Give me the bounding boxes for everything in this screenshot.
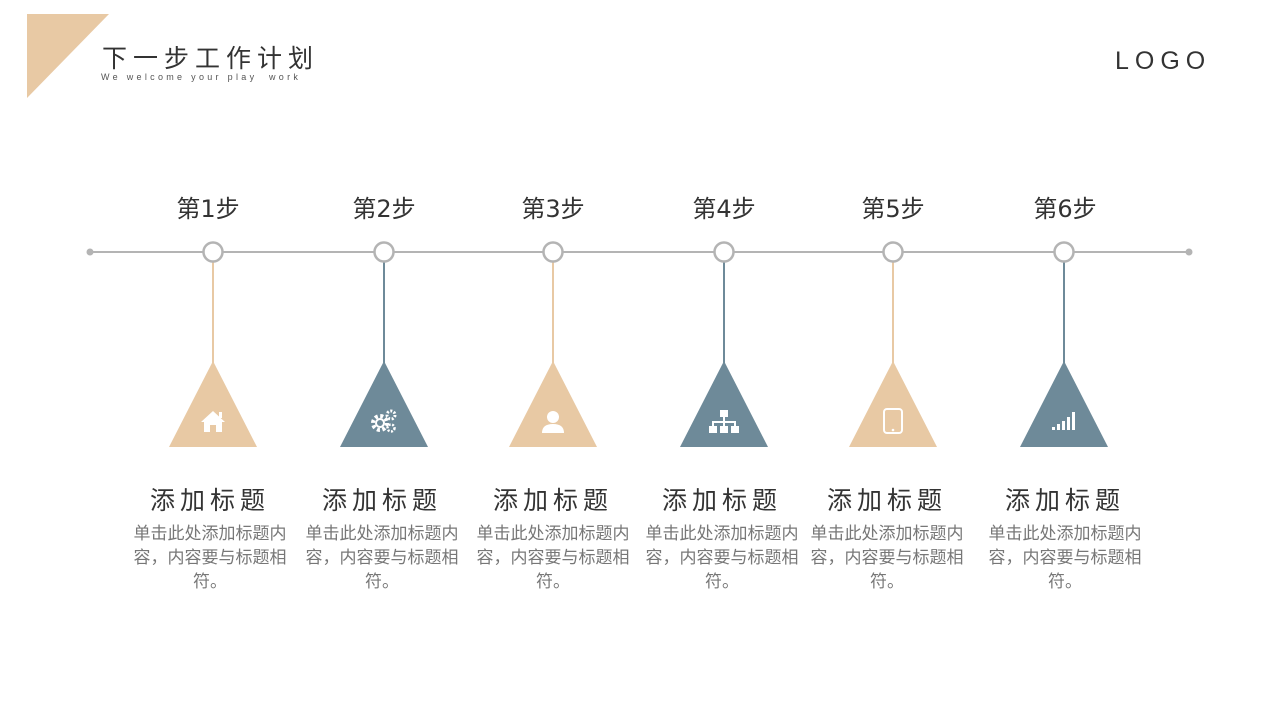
step-description: 单击此处添加标题内容，内容要与标题相符。 bbox=[133, 524, 287, 592]
sitemap-icon bbox=[709, 410, 739, 433]
logo: LOGO bbox=[1115, 47, 1212, 75]
step-title: 添加标题 bbox=[149, 486, 270, 515]
step-description: 单击此处添加标题内容，内容要与标题相符。 bbox=[476, 524, 630, 592]
step-description: 单击此处添加标题内容，内容要与标题相符。 bbox=[988, 524, 1142, 592]
step-triangle bbox=[340, 361, 428, 447]
step-triangle bbox=[509, 361, 597, 447]
tablet-icon bbox=[883, 408, 903, 434]
step-node bbox=[882, 241, 904, 263]
gears-icon bbox=[371, 409, 397, 433]
timeline-start-dot bbox=[86, 248, 94, 256]
step-description: 单击此处添加标题内容，内容要与标题相符。 bbox=[810, 524, 964, 592]
step-title: 添加标题 bbox=[661, 486, 782, 515]
home-icon bbox=[201, 411, 225, 432]
user-icon bbox=[542, 411, 564, 433]
step-node bbox=[1053, 241, 1075, 263]
step-title: 添加标题 bbox=[492, 486, 613, 515]
step-triangle bbox=[169, 361, 257, 447]
step-node bbox=[202, 241, 224, 263]
page-subtitle: We welcome your play work bbox=[101, 72, 302, 82]
step-title: 添加标题 bbox=[321, 486, 442, 515]
step-label: 第5步 bbox=[861, 195, 925, 223]
step-node bbox=[542, 241, 564, 263]
step-label: 第4步 bbox=[692, 195, 756, 223]
step-title: 添加标题 bbox=[826, 486, 947, 515]
step-label: 第3步 bbox=[521, 195, 585, 223]
timeline-end-dot bbox=[1185, 248, 1193, 256]
step-triangle bbox=[849, 361, 937, 447]
step-node bbox=[713, 241, 735, 263]
step-node bbox=[373, 241, 395, 263]
step-label: 第6步 bbox=[1033, 195, 1097, 223]
step-label: 第1步 bbox=[176, 195, 240, 223]
corner-decoration bbox=[27, 14, 109, 98]
step-triangle bbox=[1020, 361, 1108, 447]
step-description: 单击此处添加标题内容，内容要与标题相符。 bbox=[305, 524, 459, 592]
step-label: 第2步 bbox=[352, 195, 416, 223]
step-triangle bbox=[680, 361, 768, 447]
step-description: 单击此处添加标题内容，内容要与标题相符。 bbox=[645, 524, 799, 592]
signal-icon bbox=[1052, 412, 1075, 430]
step-title: 添加标题 bbox=[1004, 486, 1125, 515]
page-title: 下一步工作计划 bbox=[102, 44, 320, 73]
